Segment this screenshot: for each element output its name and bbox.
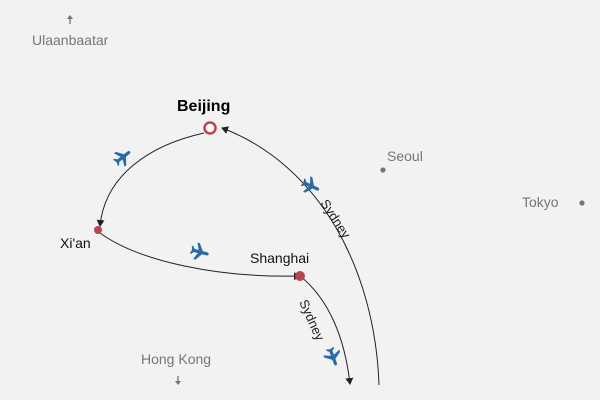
airplane-icon bbox=[298, 174, 323, 198]
city-label-beijing: Beijing bbox=[177, 98, 230, 115]
route-shanghai-to-sydney[interactable] bbox=[299, 275, 354, 385]
airplane-icon bbox=[321, 345, 345, 369]
city-label-xian: Xi'an bbox=[60, 235, 91, 251]
city-label-ulaanbaatar: Ulaanbaatar bbox=[32, 32, 109, 48]
route-sydney-to-beijing[interactable] bbox=[221, 126, 380, 386]
routes bbox=[96, 126, 380, 386]
route-label-sydney-inbound: Sydney bbox=[317, 196, 353, 241]
route-label-sydney-outbound: Sydney bbox=[296, 297, 328, 343]
city-label-seoul: Seoul bbox=[387, 148, 423, 164]
arrow-down-icon[interactable] bbox=[175, 376, 181, 385]
city-label-shanghai: Shanghai bbox=[250, 250, 309, 266]
city-marker-seoul[interactable] bbox=[380, 167, 386, 173]
city-marker-shanghai[interactable] bbox=[295, 271, 305, 281]
city-marker-xian[interactable] bbox=[94, 226, 102, 234]
city-marker-beijing[interactable] bbox=[203, 121, 217, 135]
airplane-icon bbox=[110, 144, 136, 170]
arrow-up-icon[interactable] bbox=[67, 15, 73, 24]
city-marker-tokyo[interactable] bbox=[579, 200, 585, 206]
city-label-tokyo: Tokyo bbox=[522, 194, 559, 210]
city-label-hong-kong: Hong Kong bbox=[141, 351, 211, 367]
route-beijing-to-xian[interactable] bbox=[96, 132, 205, 227]
route-xian-to-shanghai[interactable] bbox=[99, 232, 301, 281]
airplane-icon bbox=[188, 241, 211, 263]
